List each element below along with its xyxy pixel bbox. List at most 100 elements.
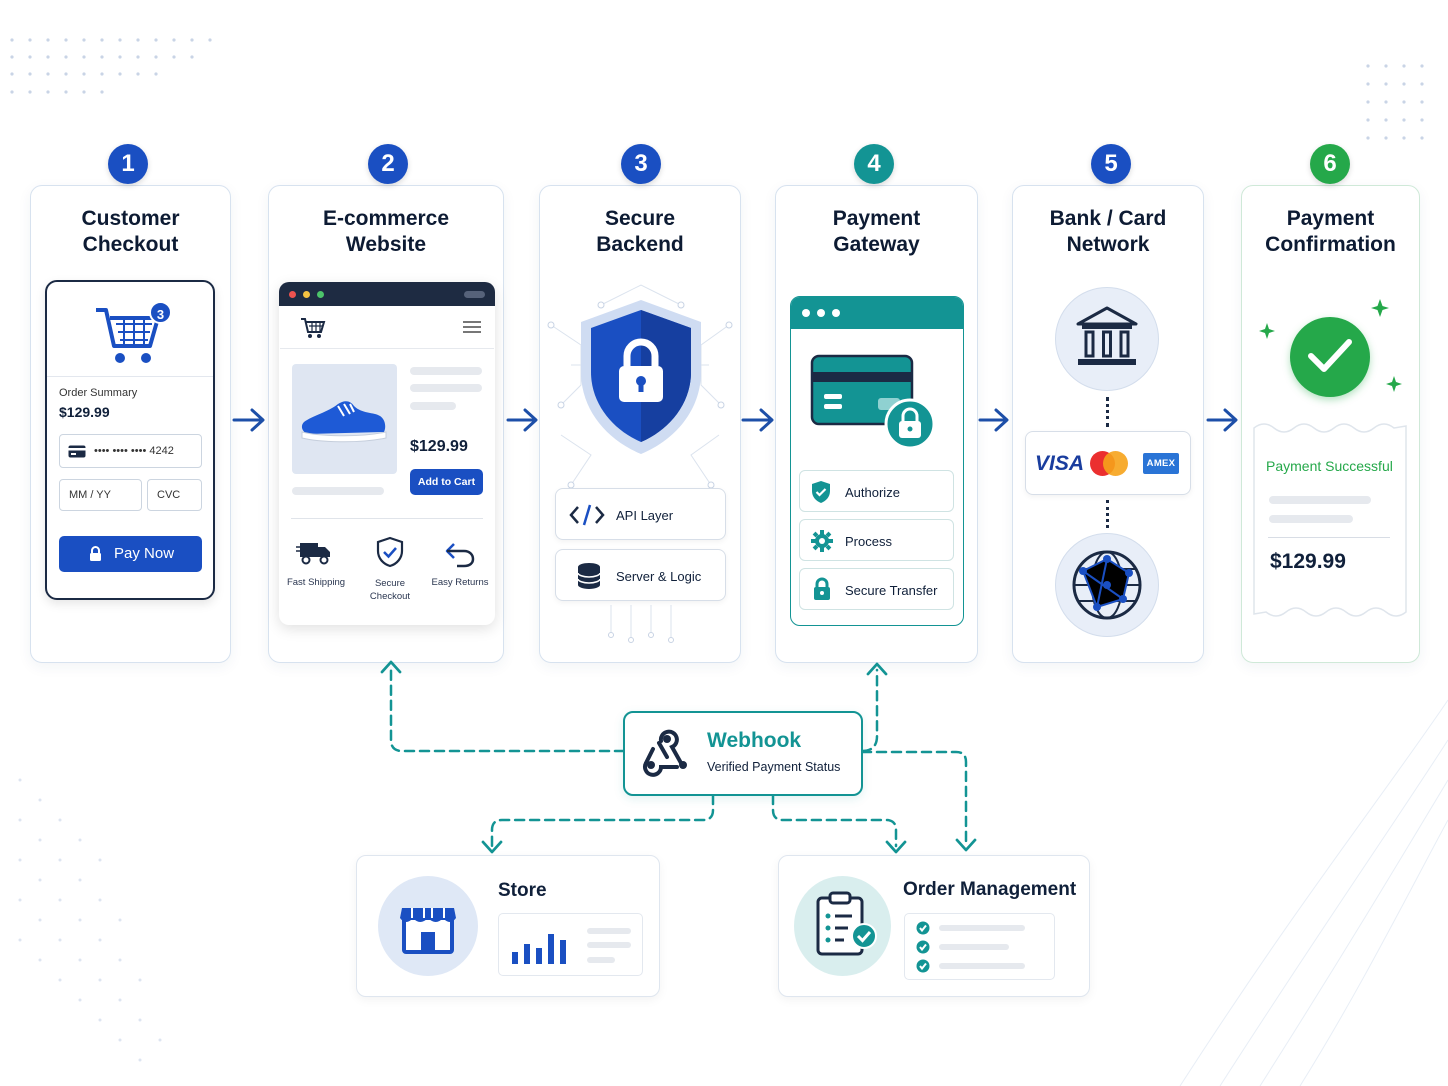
flow-arrows [232, 408, 1238, 432]
step-title-4: Payment Gateway [832, 207, 921, 256]
webhook-to-order-right [860, 750, 968, 846]
step-badge-1: 1 [108, 144, 148, 184]
shield-check-icon [376, 536, 404, 568]
clipboard-icon [816, 891, 877, 956]
security-shield-icon [581, 300, 701, 454]
cvc-field[interactable]: CVC [147, 479, 202, 511]
bank-circle [1055, 287, 1159, 391]
window-dot-red [289, 291, 296, 298]
address-bar [464, 291, 485, 298]
bar-chart-icon [512, 934, 566, 964]
webhook-to-website [389, 666, 626, 753]
visa-logo: VISA [1035, 452, 1085, 475]
cvc-placeholder: CVC [157, 489, 181, 501]
dotted-connector-top [1106, 397, 1109, 427]
confirmation-amount: $129.99 [1270, 550, 1346, 573]
expiry-placeholder: MM / YY [69, 489, 111, 501]
feature-easy-returns: Easy Returns [431, 577, 489, 588]
circuit-pattern [547, 284, 733, 643]
store-line-3 [587, 957, 615, 963]
gateway-dot-3 [832, 309, 840, 317]
menu-icon[interactable] [462, 320, 482, 334]
feature-secure-checkout: Secure Checkout [369, 578, 411, 602]
gateway-header [791, 297, 963, 329]
mastercard-logo-yellow [1103, 451, 1128, 476]
gateway-row-authorize: Authorize [799, 470, 954, 512]
step-badge-2: 2 [368, 144, 408, 184]
webhook-icon [643, 729, 687, 777]
orders-check-icons [916, 921, 1025, 973]
step-badge-5: 5 [1091, 144, 1131, 184]
feature-fast-shipping: Fast Shipping [286, 577, 346, 588]
authorize-label: Authorize [845, 485, 900, 500]
window-dot-yellow [303, 291, 310, 298]
payment-success-label: Payment Successful [1266, 458, 1393, 474]
webhook-connectors [380, 660, 977, 854]
card-number-field[interactable]: •••• •••• •••• 4242 [59, 434, 202, 468]
header-divider [280, 348, 494, 349]
check-shield-icon [812, 481, 830, 503]
step-title-1: Customer Checkout [81, 207, 180, 256]
success-check-circle [1290, 317, 1370, 397]
store-title: Store [498, 880, 547, 901]
webhook-subtitle: Verified Payment Status [707, 760, 841, 774]
receipt-line-1 [1269, 496, 1371, 504]
bank-icon [1076, 306, 1138, 365]
checkout-divider [47, 376, 213, 377]
webhook-to-gateway [860, 668, 879, 753]
api-layer-box: API Layer [555, 488, 726, 540]
arrow-1-2 [232, 408, 265, 432]
receipt-line-2 [1269, 515, 1353, 523]
webhook-title: Webhook [707, 729, 802, 752]
lock-icon [90, 546, 101, 561]
order-amount: $129.99 [59, 404, 110, 420]
pay-now-label: Pay Now [114, 545, 175, 562]
website-cart-icon[interactable] [300, 317, 326, 339]
step-title-3: Secure Backend [596, 207, 684, 256]
step-title-5: Bank / Card Network [1049, 207, 1167, 256]
card-brands-box: VISA AMEX [1025, 431, 1191, 495]
webhook-to-order-left [771, 793, 898, 848]
add-to-cart-button[interactable]: Add to Cart [410, 469, 483, 495]
store-line-2 [587, 942, 631, 948]
step-badge-3: 3 [621, 144, 661, 184]
dotted-connector-bottom [1106, 500, 1109, 528]
credit-card-icon [68, 445, 86, 458]
checkmark-icon [1308, 339, 1352, 372]
pay-now-button[interactable]: Pay Now [59, 536, 202, 572]
arrow-2-3 [506, 408, 538, 432]
product-price: $129.99 [410, 438, 468, 455]
arrow-4-5 [978, 408, 1009, 432]
receipt-divider [1268, 537, 1390, 538]
expiry-field[interactable]: MM / YY [59, 479, 142, 511]
truck-icon [296, 543, 330, 565]
padlock-icon [814, 577, 830, 600]
step-badge-6: 6 [1310, 144, 1350, 184]
browser-titlebar [279, 282, 495, 306]
arrow-5-6 [1206, 408, 1238, 432]
card-number-value: •••• •••• •••• 4242 [94, 445, 174, 457]
sneaker-icon [301, 401, 387, 443]
amex-logo: AMEX [1143, 453, 1179, 474]
product-line-4 [292, 487, 384, 495]
store-line-1 [587, 928, 631, 934]
process-label: Process [845, 534, 892, 549]
cart-count-badge: 3 [149, 301, 172, 324]
code-icon [569, 504, 605, 526]
product-line-2 [410, 384, 482, 392]
features-divider [291, 518, 483, 519]
store-icon [400, 908, 456, 954]
secure-transfer-label: Secure Transfer [845, 583, 938, 598]
arrow-3-4 [741, 408, 774, 432]
card-lock-icon [810, 354, 936, 450]
gateway-dot-1 [802, 309, 810, 317]
step-title-6: Payment Confirmation [1265, 207, 1396, 256]
gear-icon [811, 530, 833, 552]
sparkle-icons [1259, 299, 1402, 392]
product-line-1 [410, 367, 482, 375]
gateway-row-secure-transfer: Secure Transfer [799, 568, 954, 610]
step-title-2: E-commerce Website [322, 207, 450, 256]
webhook-to-store [490, 793, 715, 848]
window-dot-green [317, 291, 324, 298]
globe-network-icon [1072, 550, 1142, 620]
